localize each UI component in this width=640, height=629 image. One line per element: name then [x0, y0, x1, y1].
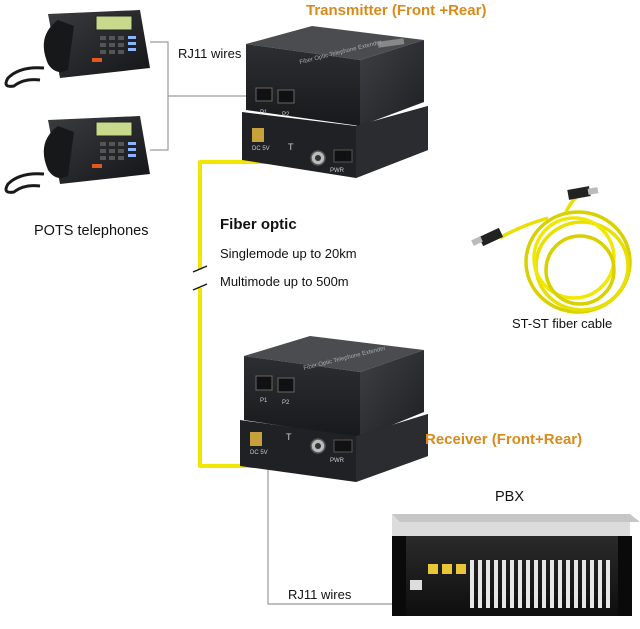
st-st-cable-label: ST-ST fiber cable [512, 316, 613, 331]
rx-port2-label: P2 [282, 400, 290, 406]
pbx-label: PBX [495, 489, 525, 505]
transmitter-unit: Fiber Optic Telephone Extender P1 P2 DC … [242, 26, 428, 178]
pbx-rack [392, 514, 640, 616]
receiver-title: Receiver (Front+Rear) [425, 431, 583, 448]
tx-t-mark: T [288, 142, 294, 152]
tx-pwr-label: PWR [330, 168, 345, 174]
multimode-label: Multimode up to 500m [220, 274, 349, 289]
transmitter-title: Transmitter (Front +Rear) [306, 2, 487, 19]
tx-port1-label: P1 [260, 110, 268, 116]
st-st-fiber-cable [499, 194, 632, 314]
st-connector-left [471, 227, 504, 247]
rx-port1-label: P1 [260, 398, 268, 404]
fiber-break-mark [192, 265, 208, 291]
fiber-optic-title: Fiber optic [220, 216, 297, 233]
rj11-wires-bottom-label: RJ11 wires [288, 587, 352, 602]
tx-dc-label: DC 5V [252, 146, 270, 152]
st-connector-right [567, 186, 599, 200]
rj11-wires-top-label: RJ11 wires [178, 46, 242, 61]
pots-telephones-label: POTS telephones [34, 223, 149, 239]
telephone-bottom [4, 116, 150, 194]
tx-port2-label: P2 [282, 112, 290, 118]
telephone-top [4, 10, 150, 88]
singlemode-label: Singlemode up to 20km [220, 246, 357, 261]
receiver-unit: Fiber Optic Telephone Extender P1 P2 DC … [240, 336, 428, 482]
rx-pwr-label: PWR [330, 458, 345, 464]
rj11-wires-top [150, 41, 250, 151]
rx-dc-label: DC 5V [250, 450, 268, 456]
rx-t-mark: T [286, 432, 292, 442]
